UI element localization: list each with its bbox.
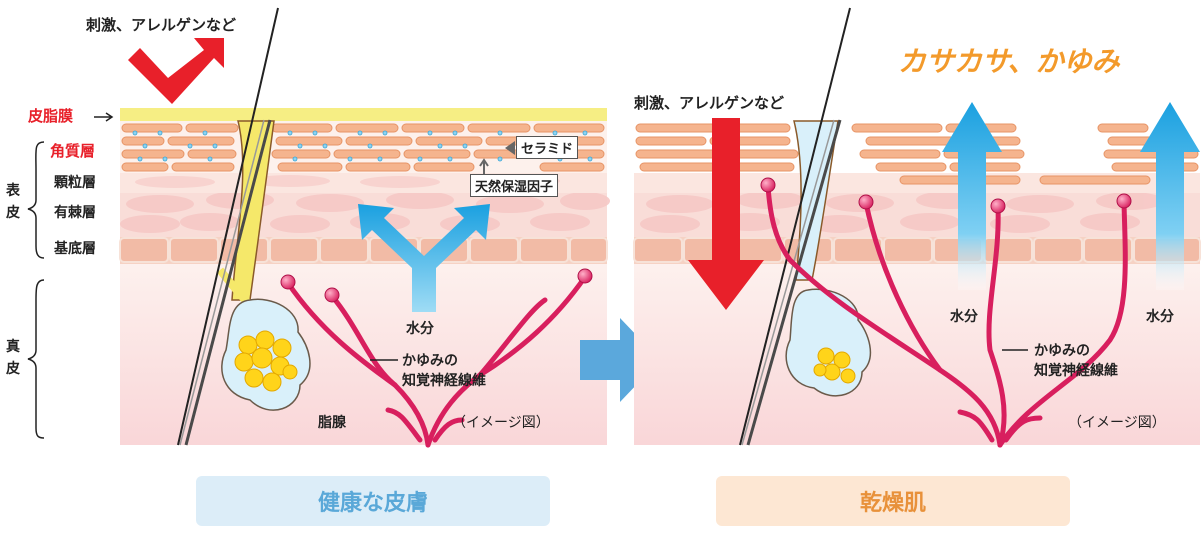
right-image-note: （イメージ図） [1068, 415, 1166, 431]
dermis-layer [120, 262, 607, 445]
dry-skin-panel [633, 7, 1201, 448]
water-escape-arrow-1 [942, 102, 1002, 290]
epidermis-char-2: 皮 [6, 205, 20, 221]
left-nerve-label-line1: かゆみの [402, 353, 458, 369]
dry-skin-caption: 乾燥肌 [716, 476, 1070, 526]
hair [177, 7, 279, 446]
left-nerve-label-line2: 知覚神経線維 [402, 373, 486, 389]
epidermis-bracket [27, 141, 45, 259]
dry-nerve-fibers [765, 183, 1128, 448]
ceramide-label: セラミド [516, 136, 579, 159]
right-water-label-2: 水分 [1146, 309, 1174, 325]
basal-layer-label: 基底層 [54, 241, 96, 257]
right-nerve-label-line1: かゆみの [1034, 343, 1090, 359]
dry-skin-caption-text: 乾燥肌 [859, 491, 926, 516]
left-image-note: （イメージ図） [452, 415, 550, 431]
spinous-layer-label: 有棘層 [54, 205, 96, 221]
itch-nerve-fibers [285, 274, 588, 448]
sebum-film [120, 108, 607, 121]
basal-cells [119, 237, 608, 263]
nerve-endings [280, 268, 593, 303]
stratum-corneum-label: 角質層 [50, 142, 96, 160]
dermis-label: 真 皮 [6, 336, 20, 380]
left-stimulus-label: 刺激、アレルゲンなど [86, 16, 237, 34]
dry-itch-label: カサカサ、かゆみ [898, 45, 1120, 78]
dermis-char-1: 真 [6, 339, 20, 355]
left-water-label: 水分 [406, 321, 434, 337]
right-stimulus-label: 刺激、アレルゲンなど [634, 94, 785, 112]
water-escape-arrow-2 [1140, 102, 1200, 290]
right-nerve-label-line2: 知覚神経線維 [1034, 363, 1118, 379]
water-y-arrow [358, 204, 490, 312]
stimulus-down-arrow [688, 118, 764, 310]
dermis-char-2: 皮 [6, 361, 20, 377]
epidermis-char-1: 表 [6, 183, 20, 199]
healthy-skin-caption-text: 健康な皮膚 [317, 491, 428, 516]
sebaceous-gland-label: 脂腺 [318, 415, 346, 431]
granular-layer-label: 顆粒層 [54, 175, 96, 191]
sebum-film-label: 皮脂膜 [28, 107, 74, 125]
nmf-label: 天然保湿因子 [470, 174, 559, 197]
sebum-droplets [234, 330, 298, 392]
healthy-skin-panel [27, 7, 610, 448]
ceramide-pointer [505, 141, 515, 155]
healthy-skin-caption: 健康な皮膚 [196, 476, 550, 526]
stimulus-arrow [128, 38, 224, 104]
dermis-bracket [27, 279, 45, 439]
right-water-label-1: 水分 [950, 309, 978, 325]
epidermis-label: 表 皮 [6, 180, 20, 224]
spinous-cells [120, 191, 610, 233]
